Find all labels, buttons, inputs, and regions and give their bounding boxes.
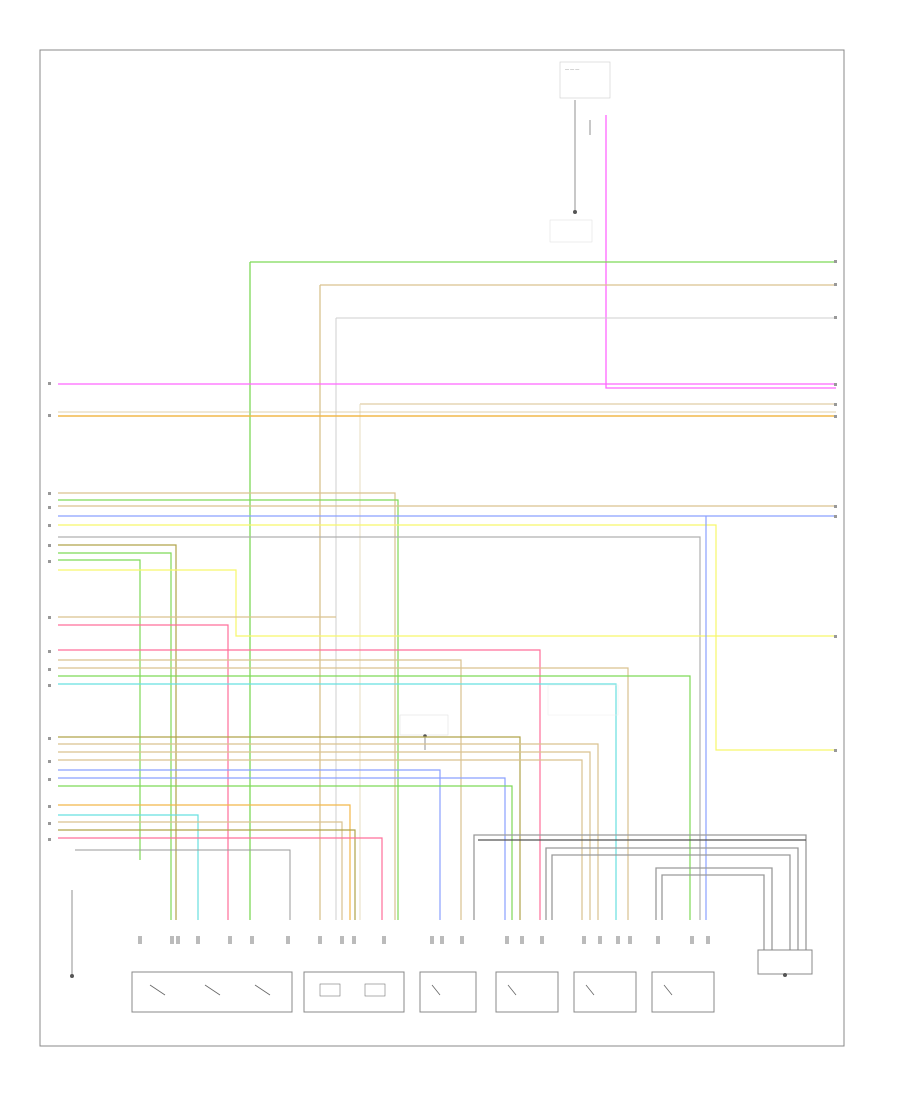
terminal-blocks (138, 936, 710, 944)
ground-junction-box (757, 949, 813, 977)
right-edge-markers (834, 260, 837, 752)
left-row-ticks (48, 382, 51, 841)
lower-wire-block-a (58, 616, 691, 920)
lower-wire-block-b (58, 736, 599, 920)
wire-pink-top (605, 115, 836, 389)
power-mirror-switch-box (303, 971, 405, 1013)
mirror-switch-box (131, 971, 293, 1013)
gray-harness (473, 834, 807, 950)
lf-door-module-box (419, 971, 477, 1013)
top-ground-symbol (549, 210, 593, 243)
left-ground-symbol (70, 974, 74, 978)
right-note-box (547, 684, 619, 716)
lr-door-module-box (573, 971, 637, 1013)
lower-wire-block-c (58, 804, 383, 920)
mid-wire-block (58, 492, 836, 920)
rf-door-module-box (495, 971, 559, 1013)
svg-text:— — —: — — — (565, 66, 579, 71)
wire-left-black (75, 849, 291, 920)
mid-ground-label (399, 714, 449, 750)
rr-door-module-box (651, 971, 715, 1013)
diagram-frame (39, 49, 845, 1047)
power-distribution-connector: — — — (559, 61, 611, 210)
